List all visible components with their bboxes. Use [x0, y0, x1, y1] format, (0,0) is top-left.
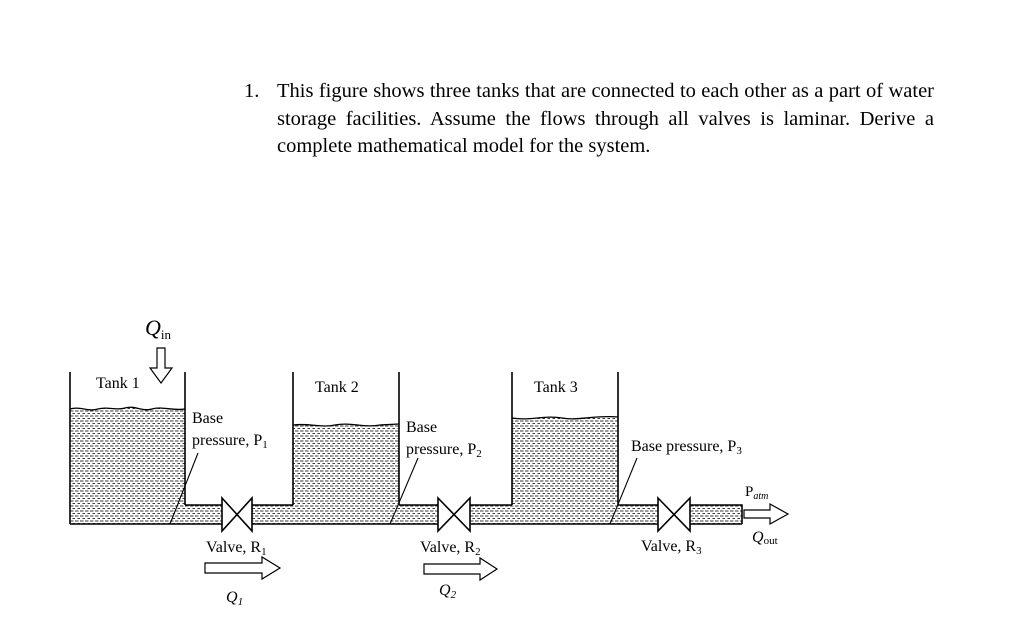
- tank-3-label: Tank 3: [534, 379, 578, 396]
- atmospheric-pressure-label: Patm: [745, 484, 768, 502]
- tank-3-water-surface: [511, 415, 619, 420]
- flow-2-label: Q2: [439, 582, 457, 601]
- valve-2-label: Valve, R2: [420, 539, 481, 558]
- question-text: This figure shows three tanks that are c…: [277, 80, 934, 157]
- valve-3-label: Valve, R3: [641, 538, 702, 557]
- tank-2-label: Tank 2: [315, 379, 359, 396]
- tank-2-water-surface: [292, 423, 400, 427]
- inflow-arrow: [148, 347, 174, 385]
- tank-1-pressure-label-line1: Base: [192, 410, 223, 427]
- pipe-top: [185, 504, 743, 524]
- tanks-and-pipe-outline: [69, 372, 743, 525]
- pressure-leader-lines: [169, 452, 638, 525]
- valve-2: [437, 496, 471, 533]
- question-number: 1.: [244, 80, 260, 102]
- tank-1-water-surface: [69, 406, 186, 411]
- tank-3-pressure-label: Base pressure, P3: [631, 438, 742, 457]
- outflow-arrow: [743, 502, 790, 526]
- tank-2-pressure-label: pressure, P2: [406, 441, 482, 460]
- valve-1: [221, 495, 253, 534]
- outflow-label: Qout: [752, 529, 778, 547]
- inflow-label: Qin: [145, 315, 172, 342]
- valve-1-label: Valve, R1: [206, 539, 267, 558]
- flow-1-arrow: [204, 555, 282, 581]
- problem-statement: 1. This figure shows three tanks that ar…: [244, 78, 934, 161]
- tank-2-wall: [292, 372, 400, 505]
- flow-1-label: Q1: [226, 589, 243, 608]
- tank-2-pressure-label-line1: Base: [406, 419, 437, 436]
- tank-1-label: Tank 1: [96, 375, 140, 392]
- flow-2-arrow: [423, 556, 499, 582]
- tank-3-wall: [511, 372, 619, 505]
- water-fill: [70, 407, 742, 524]
- valve-3: [657, 496, 691, 533]
- tank-1-pressure-label: pressure, P1: [192, 432, 268, 451]
